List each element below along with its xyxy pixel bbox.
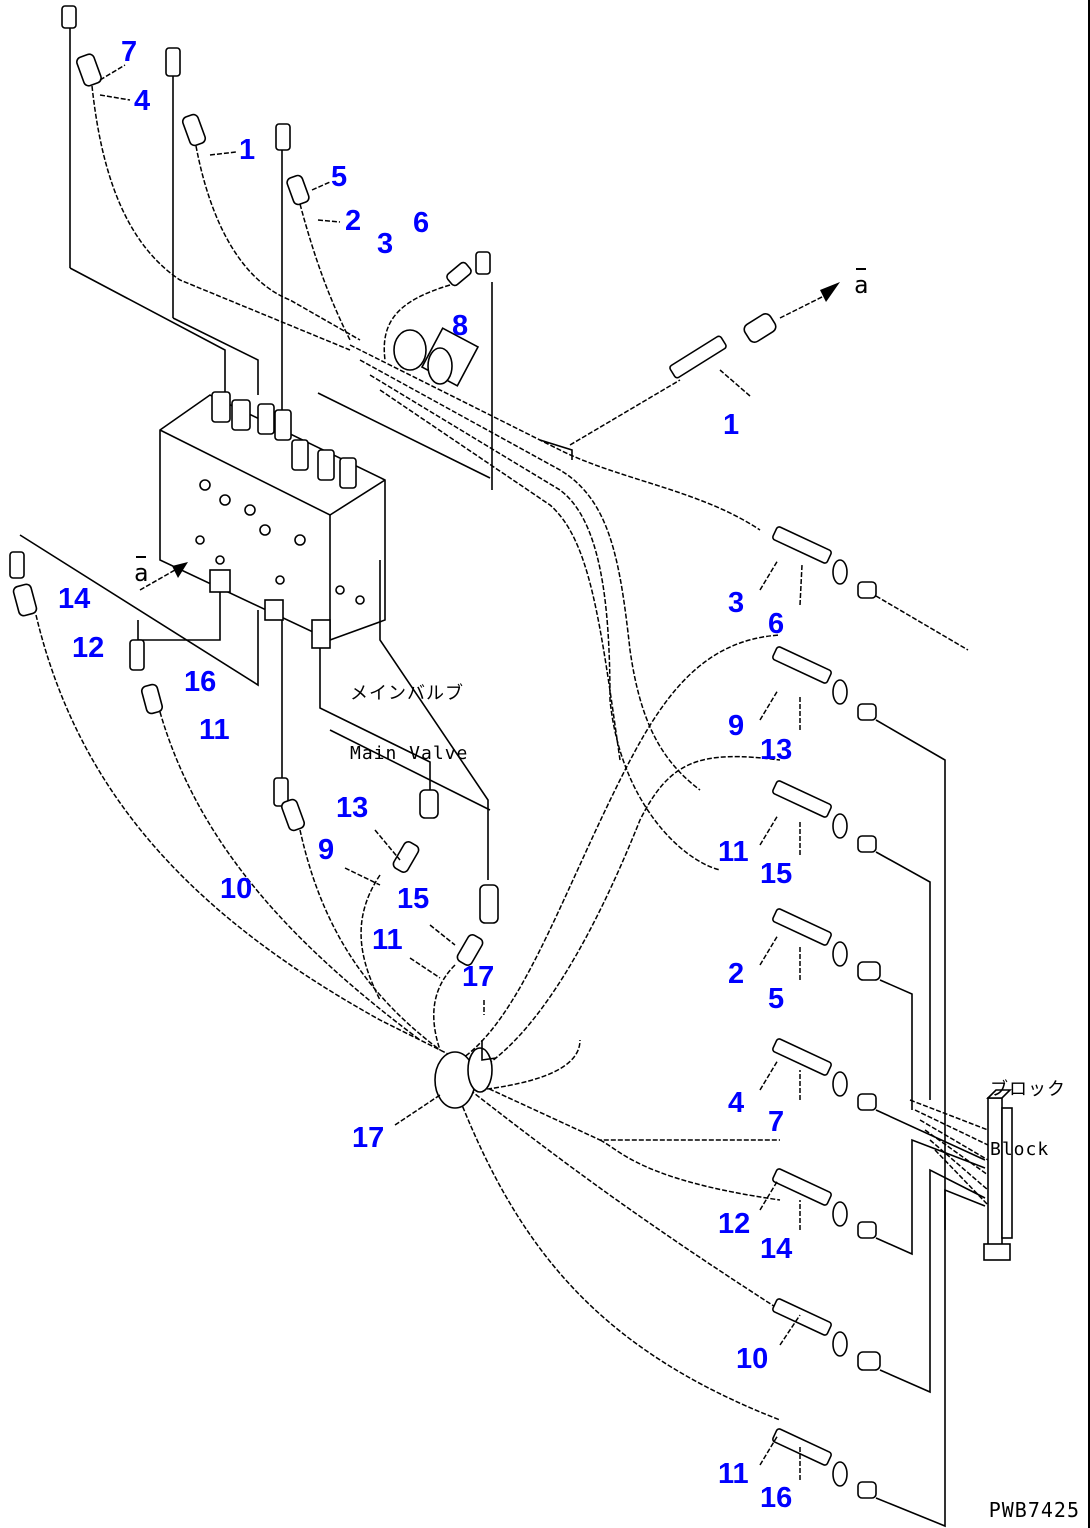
- callout-13: 13: [336, 792, 369, 824]
- top-hose-runs: [69, 85, 491, 479]
- connector-row: [772, 780, 931, 1100]
- main-valve: [159, 391, 386, 649]
- callout-12: 12: [72, 632, 105, 664]
- callout-5: 5: [768, 983, 785, 1015]
- callout-13: 13: [760, 734, 793, 766]
- callout-11: 11: [718, 836, 749, 868]
- top-fittings: [61, 5, 493, 490]
- callout-17: 17: [462, 961, 495, 993]
- callout-14: 14: [58, 583, 91, 615]
- callout-9: 9: [728, 710, 745, 742]
- callout-6: 6: [768, 608, 785, 640]
- callout-6: 6: [413, 207, 430, 239]
- block-caption: ブロック Block: [990, 1040, 1066, 1200]
- callout-4: 4: [134, 85, 151, 117]
- hose-bundle-lower: [35, 614, 781, 1421]
- connector-row: [772, 526, 969, 651]
- callout-7: 7: [121, 36, 138, 68]
- callout-15: 15: [397, 883, 430, 915]
- connector-row: [772, 1138, 986, 1256]
- valve-lower-lines: [19, 534, 491, 880]
- callout-1: 1: [239, 134, 256, 166]
- callout-1: 1: [723, 409, 740, 441]
- callout-7: 7: [768, 1106, 785, 1138]
- main-valve-caption: メインバルブ Main Valve: [350, 644, 468, 804]
- callout-10: 10: [220, 873, 253, 905]
- callout-9: 9: [318, 834, 335, 866]
- view-mark-a-left: a: [134, 556, 148, 587]
- callout-3: 3: [728, 587, 745, 619]
- callout-3: 3: [377, 228, 394, 260]
- main-valve-caption-en: Main Valve: [350, 743, 469, 764]
- connector-row: [772, 1168, 986, 1394]
- leader-lines: [99, 64, 803, 1480]
- branch-1-a: [569, 282, 840, 446]
- callout-11: 11: [199, 714, 230, 746]
- callout-16: 16: [760, 1482, 793, 1514]
- block-caption-en: Block: [990, 1139, 1050, 1160]
- callout-4: 4: [728, 1087, 745, 1119]
- drawing-number: PWB7425: [988, 1498, 1080, 1522]
- callout-8: 8: [452, 310, 469, 342]
- callout-11: 11: [718, 1458, 749, 1490]
- callout-15: 15: [760, 858, 793, 890]
- callout-11: 11: [372, 924, 403, 956]
- callout-17: 17: [352, 1122, 385, 1154]
- callout-14: 14: [760, 1233, 793, 1265]
- callout-2: 2: [728, 958, 745, 990]
- callout-2: 2: [345, 205, 362, 237]
- block-caption-jp: ブロック: [990, 1079, 1066, 1100]
- connector-row: [772, 1188, 986, 1528]
- connector-row: [772, 908, 913, 1110]
- main-valve-caption-jp: メインバルブ: [350, 683, 464, 704]
- connector-row: [772, 1038, 986, 1161]
- callout-12: 12: [718, 1208, 751, 1240]
- hose-bundle-upper: [349, 327, 761, 871]
- junction-block: [909, 1089, 1013, 1261]
- left-fittings: [9, 551, 499, 966]
- callout-5: 5: [331, 161, 348, 193]
- connector-row: [772, 646, 946, 1230]
- right-connectors: [772, 526, 986, 1528]
- view-mark-a-right: a: [854, 268, 868, 299]
- callout-16: 16: [184, 666, 217, 698]
- callout-10: 10: [736, 1343, 769, 1375]
